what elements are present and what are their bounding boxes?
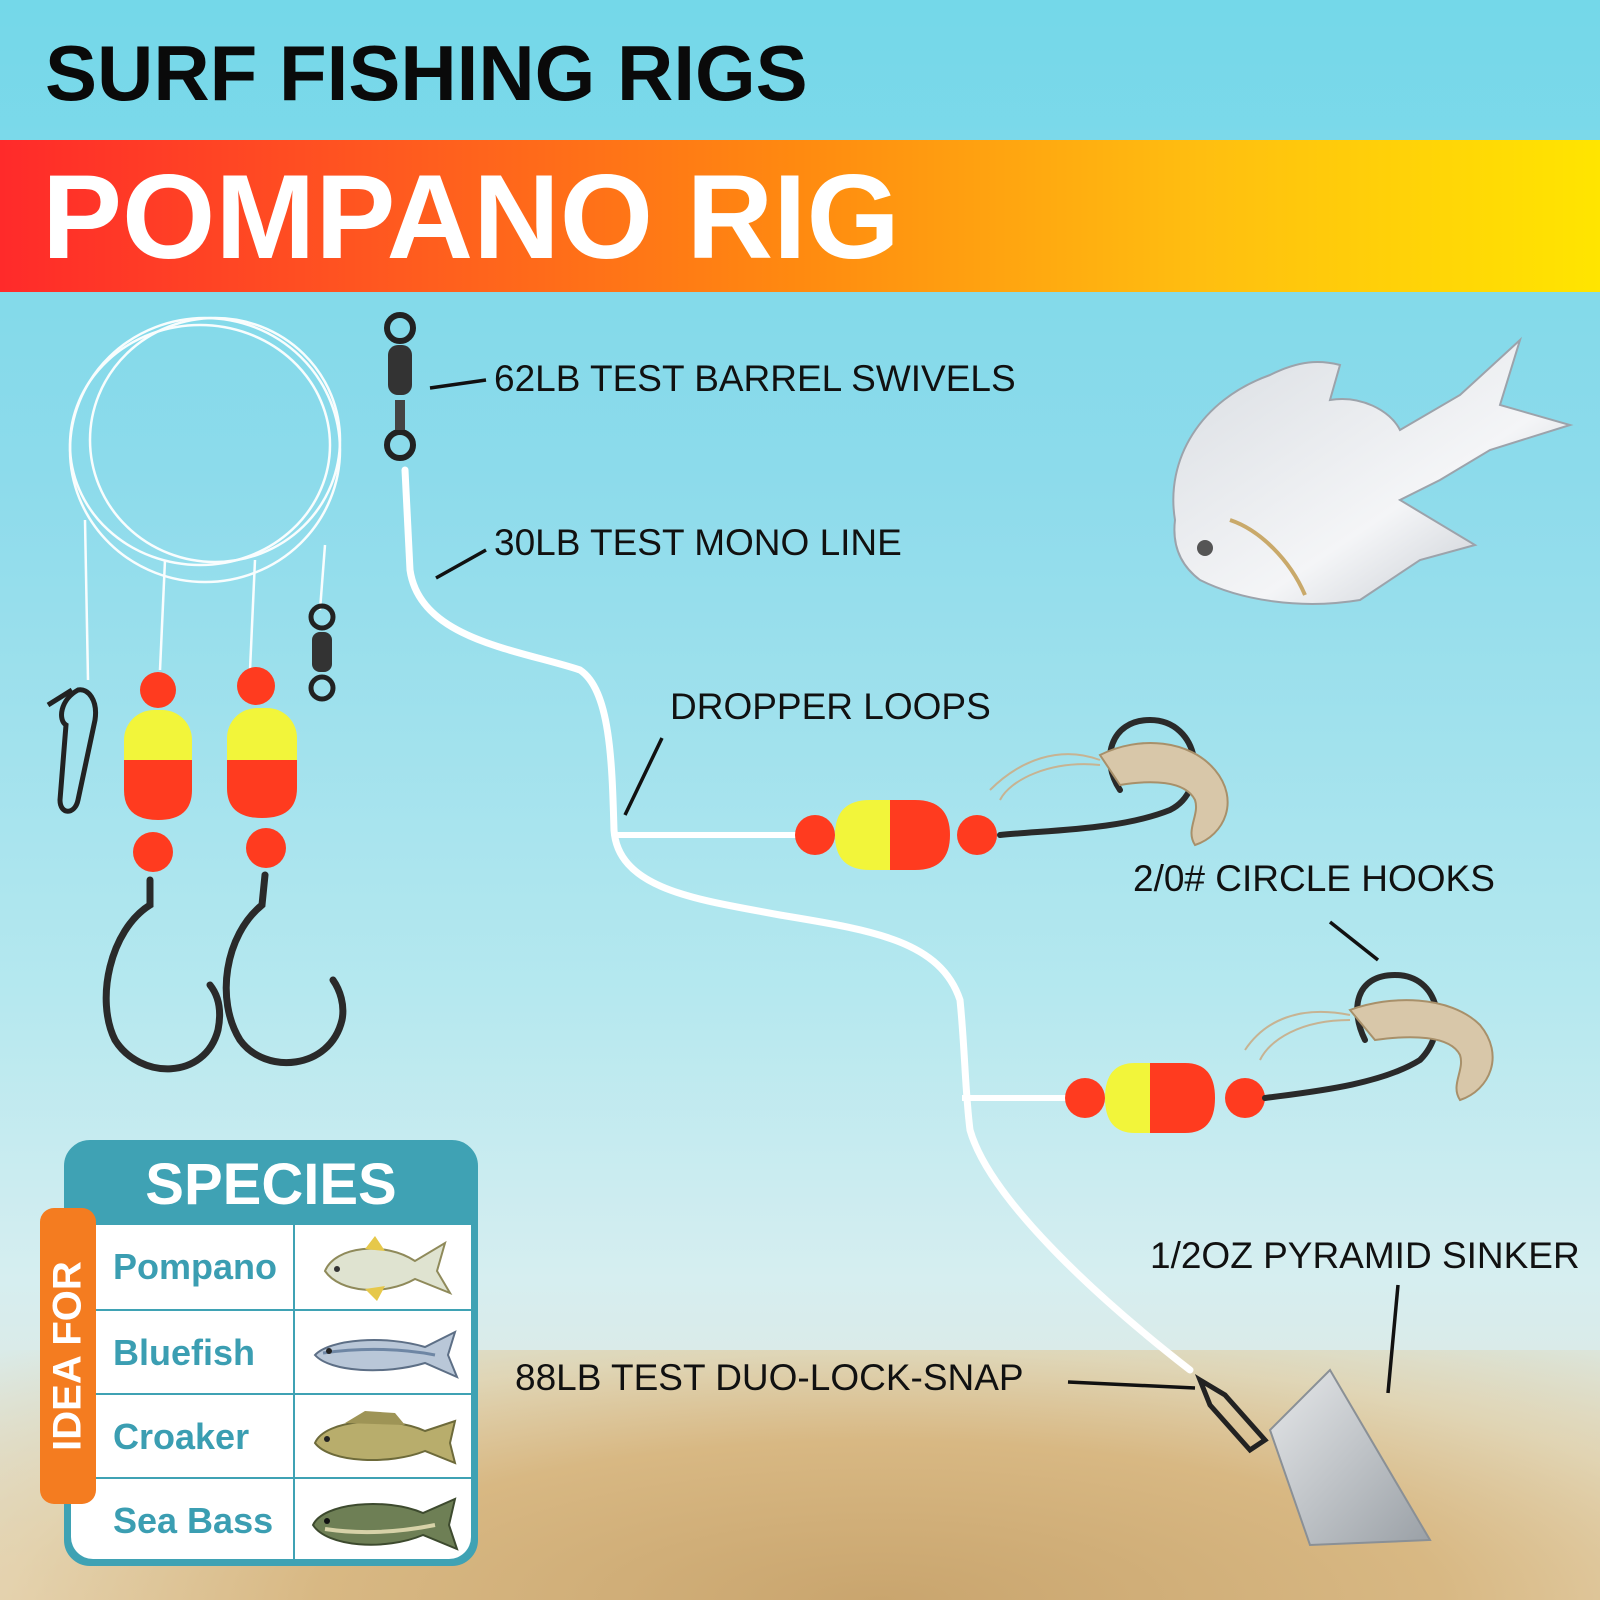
pompano-fish-icon	[323, 1236, 453, 1301]
left-float-1	[124, 672, 192, 872]
left-swivel-icon	[308, 603, 336, 702]
idea-for-badge: IDEA FOR	[40, 1208, 96, 1504]
species-grid: Pompano Bluefish Croaker	[71, 1225, 471, 1563]
species-name: Croaker	[113, 1416, 250, 1457]
species-heading: SPECIES	[145, 1151, 397, 1217]
main-swivel-icon	[384, 312, 416, 461]
callout-lines	[429, 378, 1400, 1394]
left-float-2	[227, 667, 297, 868]
species-row: Croaker	[71, 1393, 471, 1479]
sea-bass-fish-icon	[311, 1497, 459, 1551]
species-row: Sea Bass	[71, 1477, 471, 1563]
pyramid-sinker-icon	[1268, 1368, 1432, 1547]
left-snap-icon	[46, 687, 99, 814]
label-barrel-swivels: 62LB TEST BARREL SWIVELS	[494, 358, 1016, 399]
left-hooks-icon	[102, 871, 347, 1073]
rig-float-1	[795, 800, 997, 870]
label-dropper-loops: DROPPER LOOPS	[670, 686, 991, 727]
species-row: Pompano	[71, 1225, 471, 1309]
species-name: Pompano	[113, 1246, 278, 1287]
bluefish-fish-icon	[313, 1330, 459, 1379]
label-circle-hooks: 2/0# CIRCLE HOOKS	[1133, 858, 1495, 899]
species-name: Sea Bass	[113, 1500, 274, 1541]
title-banner: POMPANO RIG	[0, 140, 1600, 292]
label-mono-line: 30LB TEST MONO LINE	[494, 522, 902, 563]
rig-float-2	[1065, 1063, 1265, 1133]
pompano-fish-icon	[1172, 336, 1574, 605]
shrimp-1-icon	[989, 742, 1229, 847]
species-name: Bluefish	[113, 1332, 256, 1373]
duo-lock-snap-icon	[1194, 1374, 1269, 1454]
shrimp-2-icon	[1244, 999, 1494, 1102]
idea-for-label: IDEA FOR	[45, 1261, 90, 1451]
coiled-leader	[68, 316, 342, 681]
label-duo-lock-snap: 88LB TEST DUO-LOCK-SNAP	[515, 1357, 1024, 1398]
label-pyramid-sinker: 1/2OZ PYRAMID SINKER	[1150, 1235, 1580, 1276]
croaker-fish-icon	[313, 1411, 457, 1465]
page-title: SURF FISHING RIGS	[45, 29, 808, 117]
species-row: Bluefish	[71, 1309, 471, 1395]
species-panel: SPECIES Pompano Bluefish Croaker	[64, 1140, 478, 1566]
mono-line	[401, 466, 1194, 1374]
rig-title: POMPANO RIG	[42, 150, 900, 284]
